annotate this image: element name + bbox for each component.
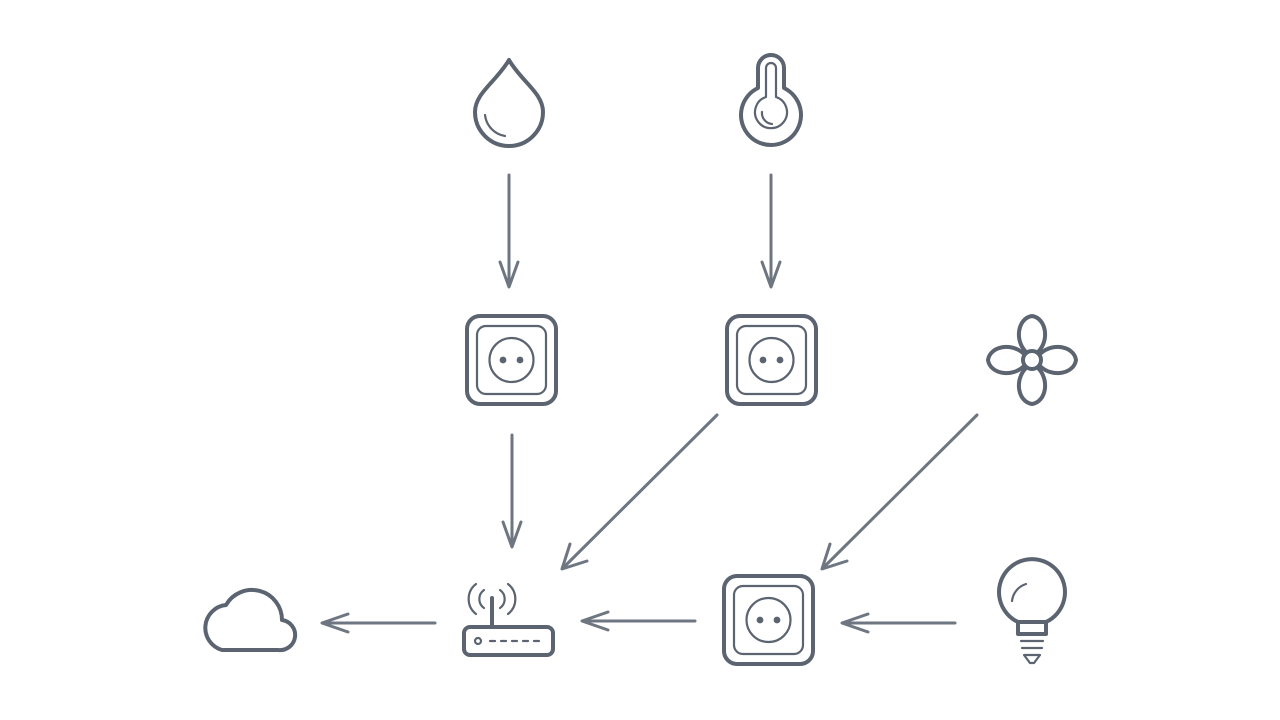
smart-plug-icon xyxy=(465,314,558,406)
light-bulb-icon xyxy=(997,557,1067,665)
arrow-bulb-to-plug xyxy=(840,612,957,634)
water-drop-icon xyxy=(473,58,545,148)
cloud-icon xyxy=(203,587,298,653)
arrow-plug-to-router-horizontal xyxy=(580,610,697,632)
smart-plug-icon xyxy=(725,314,818,406)
arrow-router-to-cloud xyxy=(320,612,437,634)
arrow-temperature-to-plug xyxy=(760,173,782,289)
smart-plug-icon xyxy=(722,574,815,666)
arrow-plug-to-router xyxy=(501,433,523,549)
arrow-fan-to-plug xyxy=(820,413,979,571)
fan-icon xyxy=(986,314,1078,406)
arrow-plug-to-router-diagonal xyxy=(560,413,719,571)
router-icon xyxy=(462,582,555,657)
arrow-water-to-plug xyxy=(498,173,520,289)
thermometer-icon xyxy=(739,53,803,148)
